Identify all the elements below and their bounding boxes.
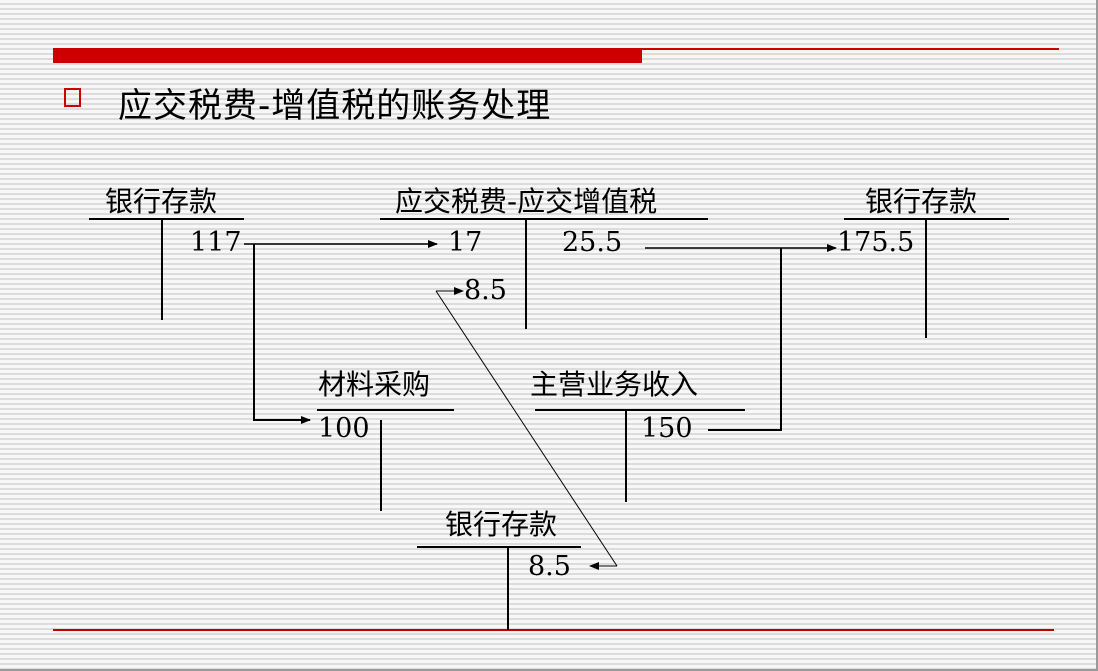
- account-name-bank-deposit-2: 银行存款: [865, 185, 978, 218]
- account-name-vat-payable: 应交税费-应交增值税: [395, 185, 658, 218]
- flow-arrow-8-5-bank-to-vat: [435, 287, 618, 570]
- slide-title: 应交税费-增值税的账务处理: [118, 86, 552, 126]
- t-account-bank-deposit-2: [844, 218, 1009, 338]
- material-purchase-debit-100: 100: [318, 413, 370, 444]
- vat-payable-debit-17: 17: [448, 227, 483, 258]
- slide-frame-bottom: [0, 669, 1098, 671]
- footer-red-rule: [53, 629, 1054, 631]
- slide-frame-right: [1096, 0, 1098, 671]
- vat-payable-credit-25-5: 25.5: [562, 227, 623, 258]
- account-name-bank-deposit-1: 银行存款: [105, 185, 218, 218]
- header-red-bar: [53, 48, 642, 63]
- bank-deposit-3-credit-8-5: 8.5: [528, 551, 571, 582]
- flow-arrow-117-to-100: [253, 244, 311, 424]
- t-account-material-purchase: [317, 409, 454, 511]
- header-red-rule: [642, 48, 1059, 50]
- bank-deposit-2-debit-175-5: 175.5: [837, 227, 915, 258]
- t-account-main-revenue: [535, 409, 745, 502]
- bank-deposit-1-credit-117: 117: [190, 227, 242, 258]
- vat-payable-debit-8-5: 8.5: [464, 275, 507, 306]
- main-revenue-credit-150: 150: [641, 413, 693, 444]
- account-name-main-revenue: 主营业务收入: [530, 368, 699, 401]
- t-account-bank-deposit-1: [89, 218, 244, 320]
- account-name-bank-deposit-3: 银行存款: [445, 508, 558, 541]
- t-account-vat-payable: [380, 218, 708, 329]
- account-name-material-purchase: 材料采购: [318, 368, 431, 401]
- flow-arrow-150-to-175-5: [708, 248, 782, 431]
- hollow-square-bullet-icon: [64, 88, 81, 107]
- t-account-bank-deposit-3: [417, 546, 581, 630]
